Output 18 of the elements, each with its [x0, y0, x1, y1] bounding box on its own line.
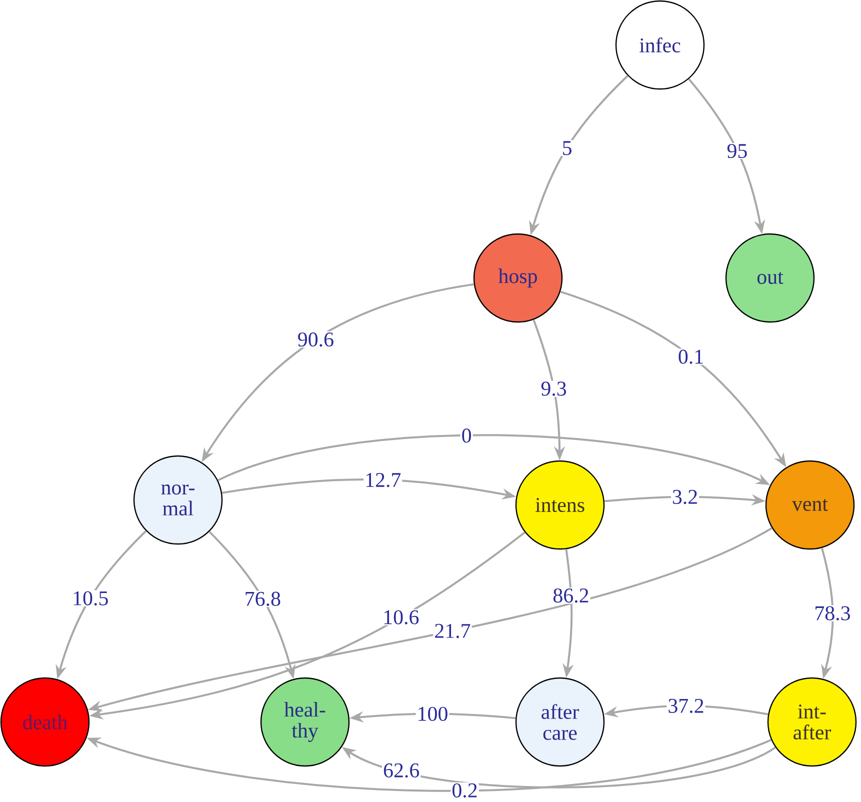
edge-label: 10.6 — [382, 609, 420, 626]
edge-label: 86.2 — [552, 587, 590, 604]
edge-label: 12.7 — [364, 472, 402, 488]
edge-label: 90.6 — [296, 331, 335, 348]
edge-label: 0.1 — [676, 348, 706, 365]
edge-label: 3.2 — [670, 488, 700, 506]
edge-label: 78.3 — [813, 605, 852, 622]
edge-label: 9.3 — [540, 380, 568, 397]
edge-label: 21.7 — [433, 622, 472, 640]
edge-label: 95 — [726, 143, 749, 160]
edge-label: 0 — [460, 428, 473, 444]
edge-label: 10.5 — [71, 590, 110, 606]
edge-label: 62.6 — [382, 762, 421, 779]
edge-label: 0.2 — [450, 782, 479, 799]
edge-label: 100 — [416, 706, 450, 722]
edge-label: 5 — [560, 140, 574, 156]
edge-label: 37.2 — [666, 698, 706, 714]
edge-label: 76.8 — [243, 590, 282, 607]
